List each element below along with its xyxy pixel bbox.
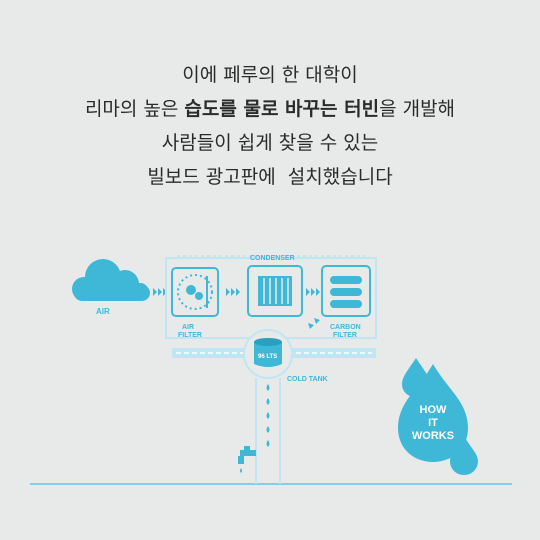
it-label: IT: [428, 417, 438, 429]
arrow-right-icon: [153, 288, 167, 296]
tank-volume-label: 96 LTS: [258, 354, 277, 360]
caption-line-4: 빌보드 광고판에 설치했습니다: [147, 166, 393, 188]
works-label: WORKS: [412, 430, 454, 442]
condenser-icon: [247, 265, 303, 317]
condenser-label: CONDENSER: [250, 255, 295, 262]
caption-line-2-bold: 습도를 물로 바꾸는 터빈: [184, 98, 380, 120]
caption-line-1: 이에 페루의 한 대학이: [182, 64, 358, 86]
water-drop-icon: [398, 364, 468, 462]
water-drop-icon: [266, 440, 270, 447]
arrow-right-icon: [226, 288, 240, 296]
cold-tank-icon: [243, 329, 293, 379]
faucet-icon: [238, 446, 256, 473]
air-filter-label-1: AIR: [182, 324, 194, 331]
cloud-icon: [72, 259, 150, 301]
water-drop-icon: [266, 426, 270, 433]
caption-line-2: 리마의 높은 습도를 물로 바꾸는 터빈을 개발해: [0, 92, 540, 126]
caption-line-2-post: 을 개발해: [379, 98, 456, 120]
cold-tank-label: COLD TANK: [287, 376, 328, 383]
water-drop-icon: [266, 384, 270, 391]
caption-line-3: 사람들이 쉽게 찾을 수 있는: [161, 132, 379, 154]
how-label: HOW: [420, 404, 448, 416]
carbon-filter-icon: [321, 265, 371, 317]
water-drop-icon: [450, 436, 478, 475]
water-drops: [266, 384, 270, 447]
air-filter-icon: [171, 267, 219, 317]
arrow-down-left-icon: [308, 318, 320, 329]
water-drop-icon: [266, 398, 270, 405]
support-pole: [255, 378, 281, 484]
carbon-filter-label-2: FILTER: [333, 332, 357, 339]
carbon-filter-label-1: CARBON: [330, 324, 361, 331]
water-drop-icon: [266, 412, 270, 419]
how-it-works-badge: HOW IT WORKS: [398, 358, 478, 475]
caption-line-2-pre: 리마의 높은: [84, 98, 185, 120]
air-filter-label-2: FILTER: [178, 332, 202, 339]
air-label: AIR: [96, 307, 110, 316]
arrow-right-icon: [306, 288, 320, 296]
caption: 이에 페루의 한 대학이 리마의 높은 습도를 물로 바꾸는 터빈을 개발해 사…: [0, 58, 540, 194]
